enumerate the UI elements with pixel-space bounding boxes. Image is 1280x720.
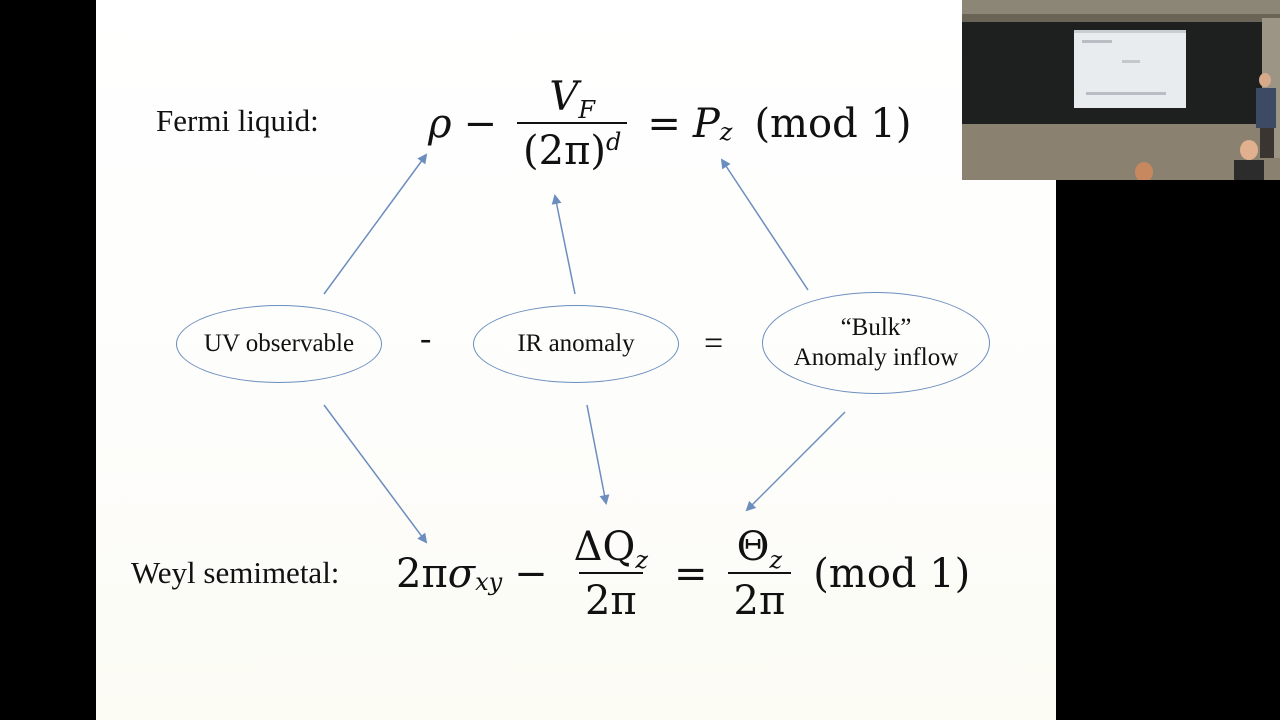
arrow-bulk-to-theta xyxy=(747,412,845,510)
arrow-uv-to-sigma xyxy=(324,405,426,542)
arrow-layer xyxy=(96,0,1056,720)
arrow-uv-to-rho xyxy=(324,155,426,294)
lecture-room-video xyxy=(962,0,1280,180)
arrow-bulk-to-p xyxy=(722,160,808,290)
arrow-ir-to-fraction xyxy=(555,196,575,294)
speaker-camera-inset xyxy=(962,0,1280,180)
arrow-ir-to-delta-q xyxy=(587,405,606,503)
